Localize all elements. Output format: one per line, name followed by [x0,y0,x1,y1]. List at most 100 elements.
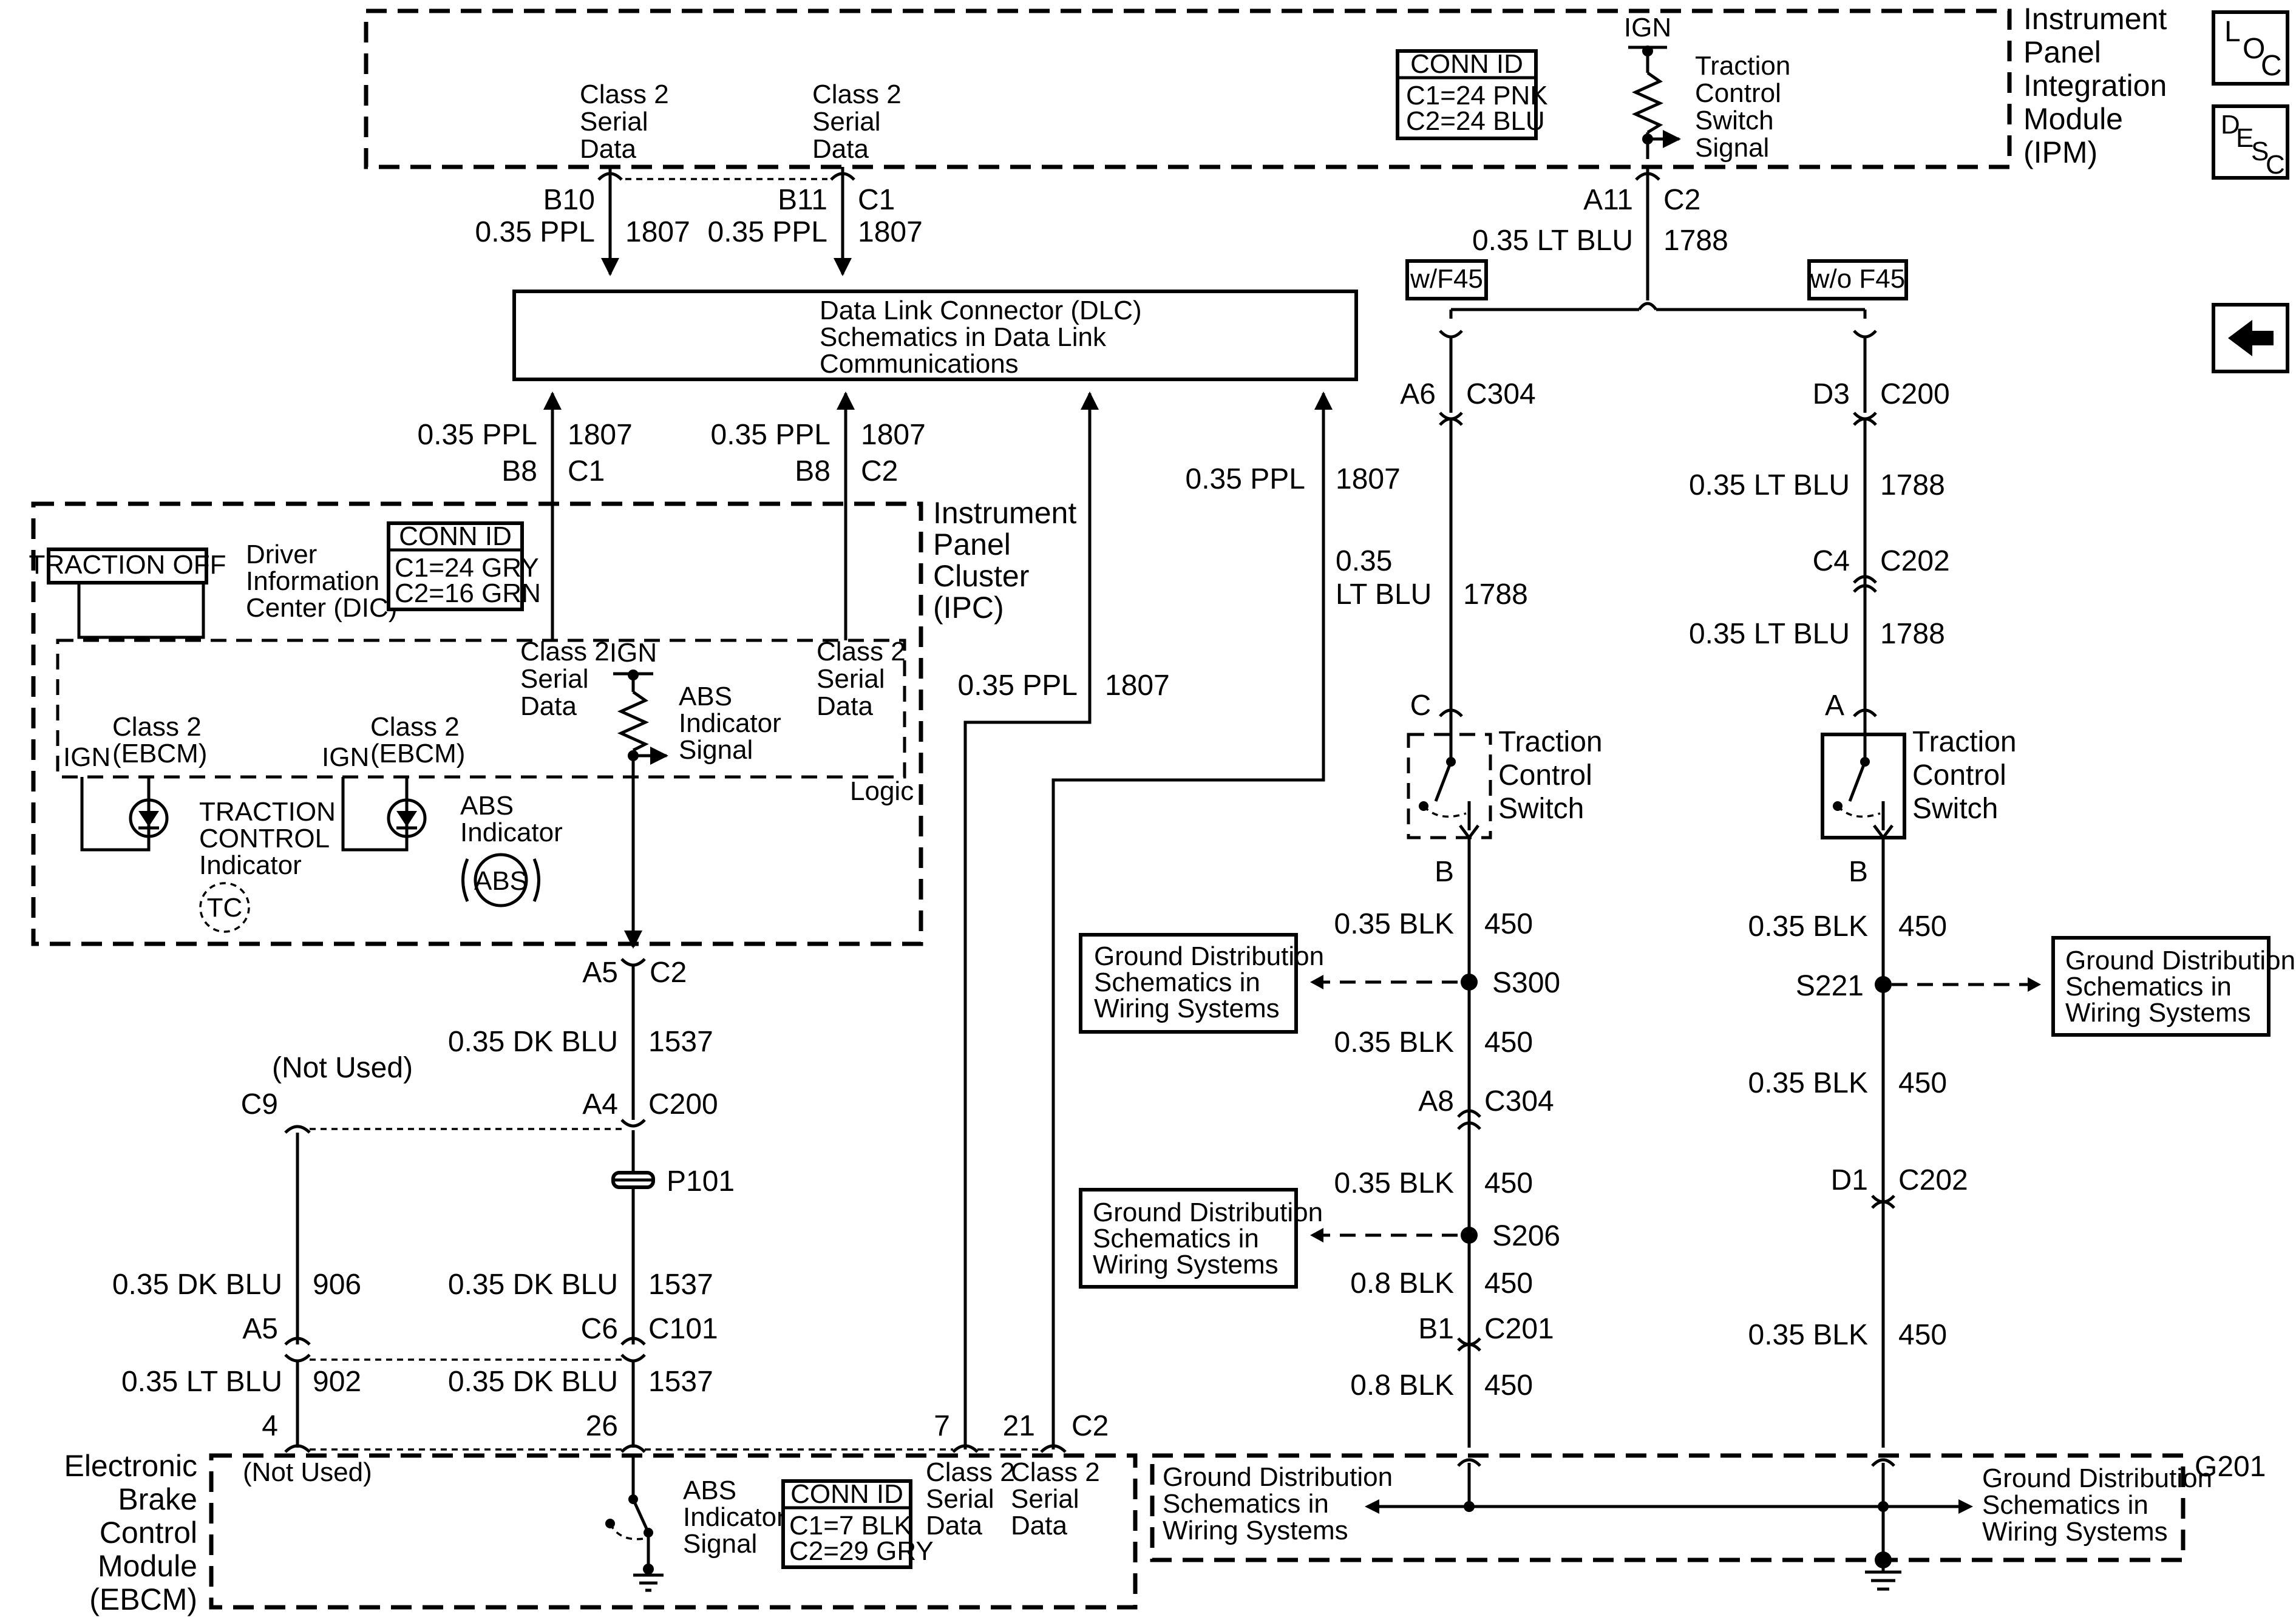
ipc-module: Instrument Panel Cluster (IPC) TRACTION … [29,496,1076,946]
connector-label: C304 [1484,1085,1554,1117]
switch-label: Traction [1498,726,1603,758]
circuit-label: 450 [1484,1267,1533,1300]
circuit-label: 1807 [625,216,690,248]
switch-label: Switch [1498,793,1584,825]
g201-boundary [1150,1453,2186,1562]
ipc-conn-id: CONN ID C1=24 GRY C2=16 GRN [387,521,541,611]
abs-symbol-label: ABS [474,866,528,896]
conn-id-title: CONN ID [790,1479,903,1509]
ebcm-label: (EBCM) [112,739,207,768]
dlc-line: Schematics in Data Link [820,322,1107,352]
ign-label: IGN [610,638,657,668]
ground-dist-line: Ground Distribution [1094,941,1324,971]
circuit-label: 1537 [648,1269,713,1301]
abs-signal-path: A5 C2 0.35 DK BLU 1537 (Not Used) C9 A4 … [112,777,1109,1453]
tcs-signal-label: Traction [1695,51,1790,81]
connector-label: C200 [1880,378,1950,410]
tc-indicator-label: TRACTION [199,797,336,827]
pin-label: B1 [1418,1313,1454,1345]
ipc-boundary [31,501,923,946]
option-badge-without [1807,259,1908,300]
connector-label: C304 [1466,378,1536,410]
switch-label: Switch [1912,793,1998,825]
pin-label: 7 [934,1410,950,1442]
ground-dist-line: Ground Distribution [1093,1198,1323,1227]
ebcm-title-line: (EBCM) [89,1582,197,1616]
class2-label: Data [520,691,577,721]
ipc-title-line: Panel [933,527,1011,561]
tcs-signal-label: Signal [1695,133,1769,163]
class2-label: Data [817,691,873,721]
conn-id-line: C2=24 BLU [1406,106,1545,136]
ebcm-title-line: Electronic [64,1449,197,1483]
switch-label: Control [1912,759,2006,792]
location-button[interactable]: L O C [2212,10,2289,86]
tc-indicator-label: CONTROL [199,824,330,853]
class2-label: Class 2 [812,80,902,109]
circuit-label: 1807 [861,419,926,451]
class2-label: Class 2 [926,1457,1015,1487]
connector-label: C2 [861,455,898,487]
connector-label: C201 [1484,1313,1554,1345]
wire-label: 0.35 PPL [958,670,1078,702]
class2-label: Class 2 [520,637,610,666]
not-used-label: (Not Used) [243,1457,372,1487]
wire-label: 0.35 PPL [711,419,830,451]
dlc-line: Data Link Connector (DLC) [820,296,1142,325]
ipc-title-line: Cluster [933,559,1029,593]
wire-label: 0.35 PPL [475,216,595,248]
desc-letter: C [2266,150,2285,180]
ground-dist-line: Schematics in [1094,968,1260,997]
traction-off-display [47,547,208,585]
splice-s221 [1875,976,1892,993]
ground-dist-line[interactable]: Schematics in [1982,1490,2148,1520]
pin-label: 21 [1003,1410,1035,1442]
wire-label: 0.35 BLK [1334,1167,1454,1199]
ign-label: IGN [1624,13,1671,42]
wire-label: LT BLU [1336,578,1432,611]
pin-label: A [1825,690,1844,722]
splice-label: S221 [1796,970,1864,1002]
ground-dist-box-s206[interactable]: Ground Distribution Schematics in Wiring… [1079,1188,1323,1289]
circuit-label: 906 [313,1269,361,1301]
ground-dist-line[interactable]: Schematics in [1163,1489,1329,1519]
ebcm-label: (EBCM) [370,739,465,768]
ipm-pins: B10 0.35 PPL 1807 B11 C1 0.35 PPL 1807 A… [475,167,1728,300]
ground-dist-line[interactable]: Ground Distribution [1163,1462,1393,1492]
wire-label: 0.35 BLK [1334,1026,1454,1059]
wire-label: 0.35 PPL [708,216,827,248]
connector-label: C202 [1880,545,1950,577]
pin-label: A5 [582,957,618,989]
ipm-title-line: Module [2023,102,2123,136]
ground-dist-box-s300[interactable]: Ground Distribution Schematics in Wiring… [1079,933,1324,1034]
abs-symbol-icon [474,853,528,907]
pin-label: A11 [1583,184,1633,216]
wire-label: 0.35 LT BLU [1472,225,1633,257]
pin-label: D1 [1831,1164,1868,1196]
abs-indicator-label: ABS [460,791,514,821]
class2-label: Serial [1011,1484,1079,1514]
circuit-label: 1807 [1336,463,1401,495]
class2-label: Class 2 [580,80,669,109]
back-button[interactable] [2212,303,2289,373]
ground-dist-box-s221[interactable]: Ground Distribution Schematics in Wiring… [2051,936,2295,1037]
pin-label: A5 [242,1313,278,1345]
pin-label: D3 [1813,378,1850,410]
tcs-signal-label: Switch [1695,106,1774,135]
pin-label: 4 [262,1410,278,1442]
ground-dist-line: Schematics in [2065,972,2232,1002]
ebcm-module: Electronic Brake Control Module (EBCM) (… [64,1449,1138,1616]
abs-signal-label: Indicator [679,708,781,738]
connector-chevron [597,172,623,181]
ground-dist-line[interactable]: Ground Distribution [1982,1463,2212,1493]
pin-label: A4 [582,1088,618,1120]
description-button[interactable]: D E S C [2212,104,2289,180]
abs-signal-label: ABS [683,1476,736,1505]
ground-dist-line[interactable]: Wiring Systems [1163,1516,1348,1545]
ground-dist-line[interactable]: Wiring Systems [1982,1517,2168,1547]
desc-letter: E [2236,123,2254,153]
ground-dist-line: Wiring Systems [2065,998,2251,1028]
ebcm-label: Class 2 [112,712,202,742]
class2-label: Serial [817,664,885,694]
